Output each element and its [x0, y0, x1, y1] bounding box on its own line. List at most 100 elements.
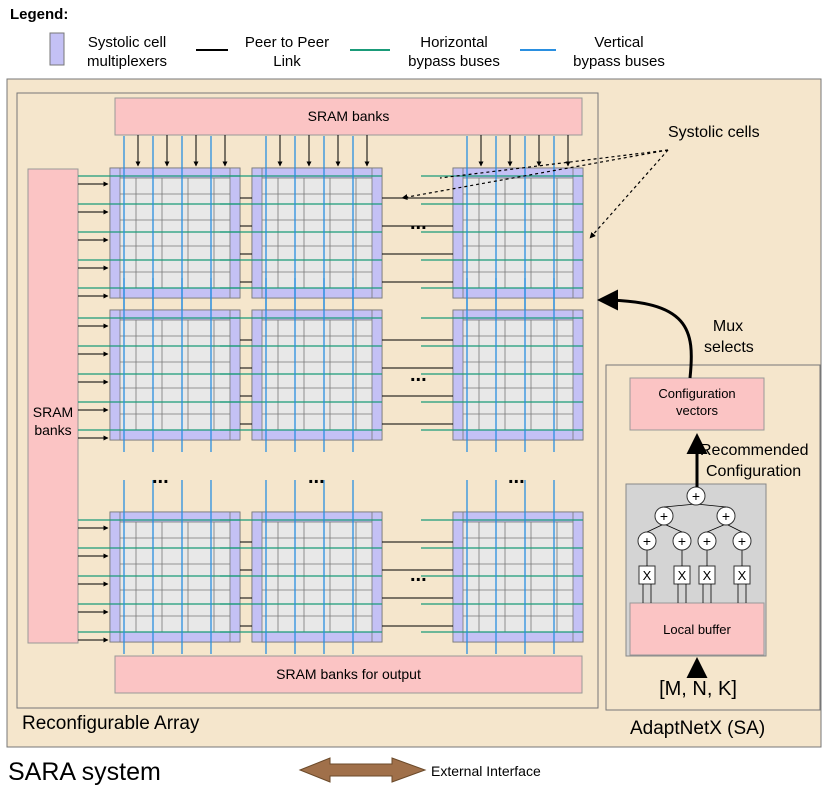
tile-body — [251, 511, 383, 643]
recommended-configuration-label: Recommended Configuration — [700, 440, 809, 482]
mux-bottom — [109, 287, 241, 299]
input-dims-label: [M, N, K] — [659, 678, 737, 700]
adder-symbol: + — [692, 488, 700, 504]
mux-selects-label: Mux selects — [704, 316, 754, 358]
systolic-tile — [78, 136, 241, 310]
legend-multiplexer-swatch — [49, 32, 65, 66]
mux-bottom — [109, 631, 241, 643]
adder-symbol: + — [703, 533, 711, 549]
tree-link — [706, 523, 727, 533]
legend-label-line1: Vertical — [594, 34, 644, 51]
tile-body — [251, 167, 383, 299]
systolic-pointer — [589, 149, 669, 239]
mux-bottom — [452, 429, 584, 441]
systolic-tile — [421, 136, 584, 310]
systolic-tile — [78, 480, 241, 654]
mux-left — [251, 167, 263, 299]
mux-right — [371, 167, 383, 299]
legend-item-vertical-bus: Vertical bypass buses — [560, 33, 678, 71]
mux-line1: Mux — [712, 318, 744, 335]
legend-label-line1: Systolic cell — [87, 34, 167, 51]
mux-bottom — [452, 631, 584, 643]
configuration-vectors-label: Configuration vectors — [630, 385, 764, 419]
config-line2: vectors — [676, 403, 718, 418]
tree-link — [695, 503, 727, 508]
mux-left — [109, 309, 121, 441]
mux-line2: selects — [704, 339, 754, 356]
systolic-cells-label: Systolic cells — [668, 124, 760, 141]
legend-label-line2: bypass buses — [573, 53, 665, 70]
external-interface-label: External Interface — [431, 763, 541, 779]
legend-label-line2: bypass buses — [408, 53, 500, 70]
reconfigurable-array-label: Reconfigurable Array — [22, 713, 200, 734]
systolic-tile — [220, 278, 383, 452]
sram-left — [27, 168, 79, 644]
ellipsis-row3: ... — [410, 564, 427, 586]
tree-link — [725, 523, 743, 533]
legend-label-line1: Horizontal — [420, 34, 488, 51]
local-buffer-label: Local buffer — [663, 622, 731, 637]
systolic-tile — [220, 136, 383, 310]
tree-link — [663, 523, 683, 533]
systolic-tile — [78, 278, 241, 452]
tile-body — [452, 167, 584, 299]
mux-selects-arrow — [597, 289, 693, 379]
mux-left — [251, 511, 263, 643]
sram-left-line1: SRAM — [32, 404, 74, 420]
tile-body — [109, 309, 241, 441]
legend-item-peer-link: Peer to Peer Link — [232, 33, 342, 71]
mux-right — [572, 511, 584, 643]
tree-link — [646, 523, 665, 533]
mux-bottom — [109, 429, 241, 441]
external-interface-arrow — [298, 757, 427, 783]
adder-symbol: + — [643, 533, 651, 549]
mux-bottom — [251, 631, 383, 643]
mux-right — [572, 309, 584, 441]
adaptnetx-label: AdaptNetX (SA) — [630, 718, 766, 739]
sram-left-label: SRAM banks — [28, 403, 78, 439]
sara-system-label: SARA system — [8, 758, 161, 786]
ellipsis-row2: ... — [410, 364, 427, 386]
adder-symbol: + — [678, 533, 686, 549]
tile-body — [452, 309, 584, 441]
mux-left — [452, 511, 464, 643]
ellipsis-col1: ... — [152, 466, 169, 488]
ellipsis-row1: ... — [410, 212, 427, 234]
legend-label-line1: Peer to Peer — [244, 34, 330, 51]
systolic-tile — [220, 480, 383, 654]
ellipsis-col3: ... — [508, 466, 525, 488]
mux-bottom — [251, 287, 383, 299]
recommended-line2: Configuration — [706, 463, 802, 480]
configuration-vectors-box — [629, 377, 765, 431]
config-line1: Configuration — [658, 386, 736, 401]
multiplier-symbol: X — [703, 568, 712, 583]
adder-symbol: + — [722, 508, 730, 524]
mux-right — [572, 167, 584, 299]
mux-right — [371, 511, 383, 643]
ellipsis-col2: ... — [308, 466, 325, 488]
systolic-tile — [421, 278, 584, 452]
sram-bottom — [114, 655, 583, 694]
tile-body — [109, 511, 241, 643]
legend-label-line2: multiplexers — [86, 53, 168, 70]
recommended-line1: Recommended — [700, 442, 809, 459]
tile-body — [251, 309, 383, 441]
mux-left — [452, 167, 464, 299]
mux-left — [109, 511, 121, 643]
tile-body — [452, 511, 584, 643]
mux-left — [452, 309, 464, 441]
sram-bottom-label: SRAM banks for output — [276, 666, 421, 682]
mux-right — [229, 511, 241, 643]
legend-title: Legend: — [10, 6, 69, 23]
mux-left — [109, 167, 121, 299]
adder-symbol: + — [660, 508, 668, 524]
multiplier-symbol: X — [738, 568, 747, 583]
tile-body — [109, 167, 241, 299]
mux-right — [229, 167, 241, 299]
sram-left-line2: banks — [34, 422, 72, 438]
mux-right — [371, 309, 383, 441]
local-buffer-box — [629, 602, 765, 656]
sram-top — [114, 97, 583, 136]
mux-bottom — [452, 287, 584, 299]
